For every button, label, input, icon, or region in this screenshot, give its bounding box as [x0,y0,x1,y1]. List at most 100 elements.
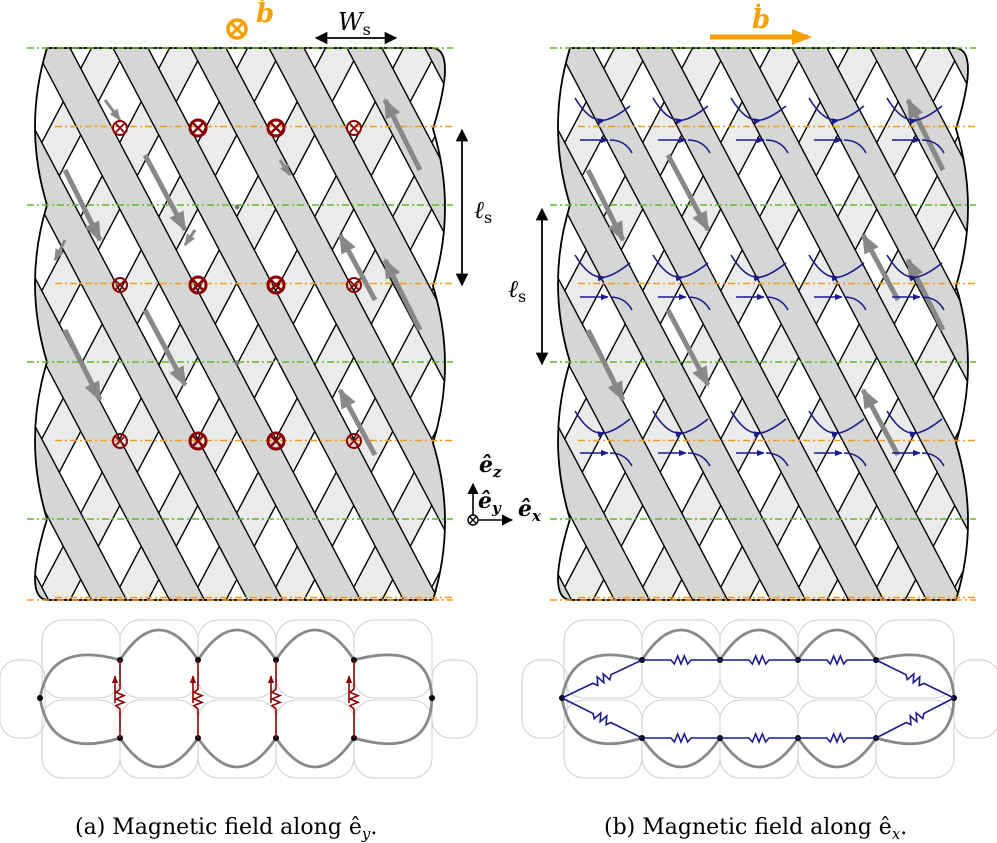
node-dot [429,695,435,701]
cross-icon [270,122,282,134]
front-strand [111,48,440,600]
front-strand [712,48,968,600]
eddy-tail [916,418,943,434]
eddy-arc [574,410,606,438]
current-arrow-icon [62,328,103,402]
eddy-tail [838,418,865,434]
cross-icon [192,435,204,447]
eddy-tail [843,296,867,311]
current-arrow-icon [62,168,103,242]
eddy-arc [886,97,918,125]
current-arrow-icon [103,99,122,121]
eddy-tail [682,105,709,121]
resistor-icon [642,653,720,667]
eddy-tail [765,452,789,467]
current-arrow-icon [382,98,423,172]
axis-x-label: êx [518,496,542,525]
eddy-tail [765,296,789,311]
front-strand [267,48,445,600]
circle-cross-icon [188,118,208,138]
panel-b: ḃ ℓs (b) Magnetic field along êx. [508,3,997,843]
strand-section [431,659,478,739]
eddy-tail [765,139,789,154]
eddy-tail [687,452,711,467]
current-arrow-icon [53,239,67,262]
front-strand [35,48,362,600]
circle-cross-icon [112,277,128,293]
current-arrow-icon [905,258,946,332]
current-arrow-icon [337,233,378,302]
resistor-icon [798,731,876,745]
cable-section-outline [560,628,956,699]
circle-cross-icon [266,275,286,295]
eddy-tail [760,418,787,434]
panel-b-field-label: ḃ [752,3,770,35]
eddy-tail [916,105,943,121]
strand-section [521,659,568,739]
resistor-icon [798,653,876,667]
axis-y-label: êy [478,488,502,517]
coordinate-axes: êz êy êx [467,452,542,526]
eddy-tail [760,105,787,121]
eddy-arc [808,410,840,438]
panel-b-cross-section [521,619,997,779]
strand-section [0,659,46,739]
current-arrow-icon [278,159,292,176]
panel-b-field-icon: ḃ [710,3,812,45]
front-strand [558,48,885,600]
resistor-icon [875,697,955,739]
eddy-arc [730,254,762,282]
panel-b-caption: (b) Magnetic field along êx. [604,815,907,843]
eddy-arc [574,254,606,282]
front-strand [558,48,729,600]
cross-icon [229,21,245,37]
panel-a-field-markers [112,118,362,451]
eddy-tail [687,139,711,154]
cross-icon [192,279,204,291]
strand-section [41,619,121,699]
front-strand [35,48,206,600]
circle-cross-icon [188,431,208,451]
cable-section-outline [38,697,434,769]
eddy-tail [843,452,867,467]
cross-icon [115,280,125,290]
eddy-arc [652,410,684,438]
eddy-tail [760,262,787,278]
current-arrow-icon [585,168,626,242]
eddy-arc [574,97,606,125]
eddy-tail [921,452,945,467]
cross-icon [349,123,359,133]
current-arrow-icon [665,308,711,387]
eddy-tail [916,262,943,278]
circle-cross-icon [346,120,362,136]
resistor-icon [561,659,643,699]
panel-a-pitch-dimension: ℓs [455,128,492,287]
strand-section [353,699,433,779]
strand-section [953,659,997,739]
eddy-tail [604,105,631,121]
resistor-icon [720,731,798,745]
cable-section-outline [38,628,434,699]
current-arrow-icon [382,258,423,332]
center-dot [234,204,240,210]
strand-section [563,699,643,779]
front-strand [634,48,963,600]
resistor-icon [191,660,205,738]
panel-b-pitch-dimension: ℓs [508,207,549,366]
panel-a-length-label: ℓs [474,196,492,227]
strand-section [119,619,199,699]
eddy-tail [838,262,865,278]
circle-cross-icon [266,431,286,451]
current-arrow-icon [905,98,946,172]
eddy-tail [921,139,945,154]
current-arrow-icon [337,388,378,457]
resistor-icon [113,660,127,738]
eddy-tail [682,262,709,278]
strand-section [797,619,877,699]
cross-icon [115,123,125,133]
front-strand [868,48,968,600]
eddy-tail [682,418,709,434]
strand-width-dimension: Ws [314,8,398,45]
cross-icon [349,280,359,290]
